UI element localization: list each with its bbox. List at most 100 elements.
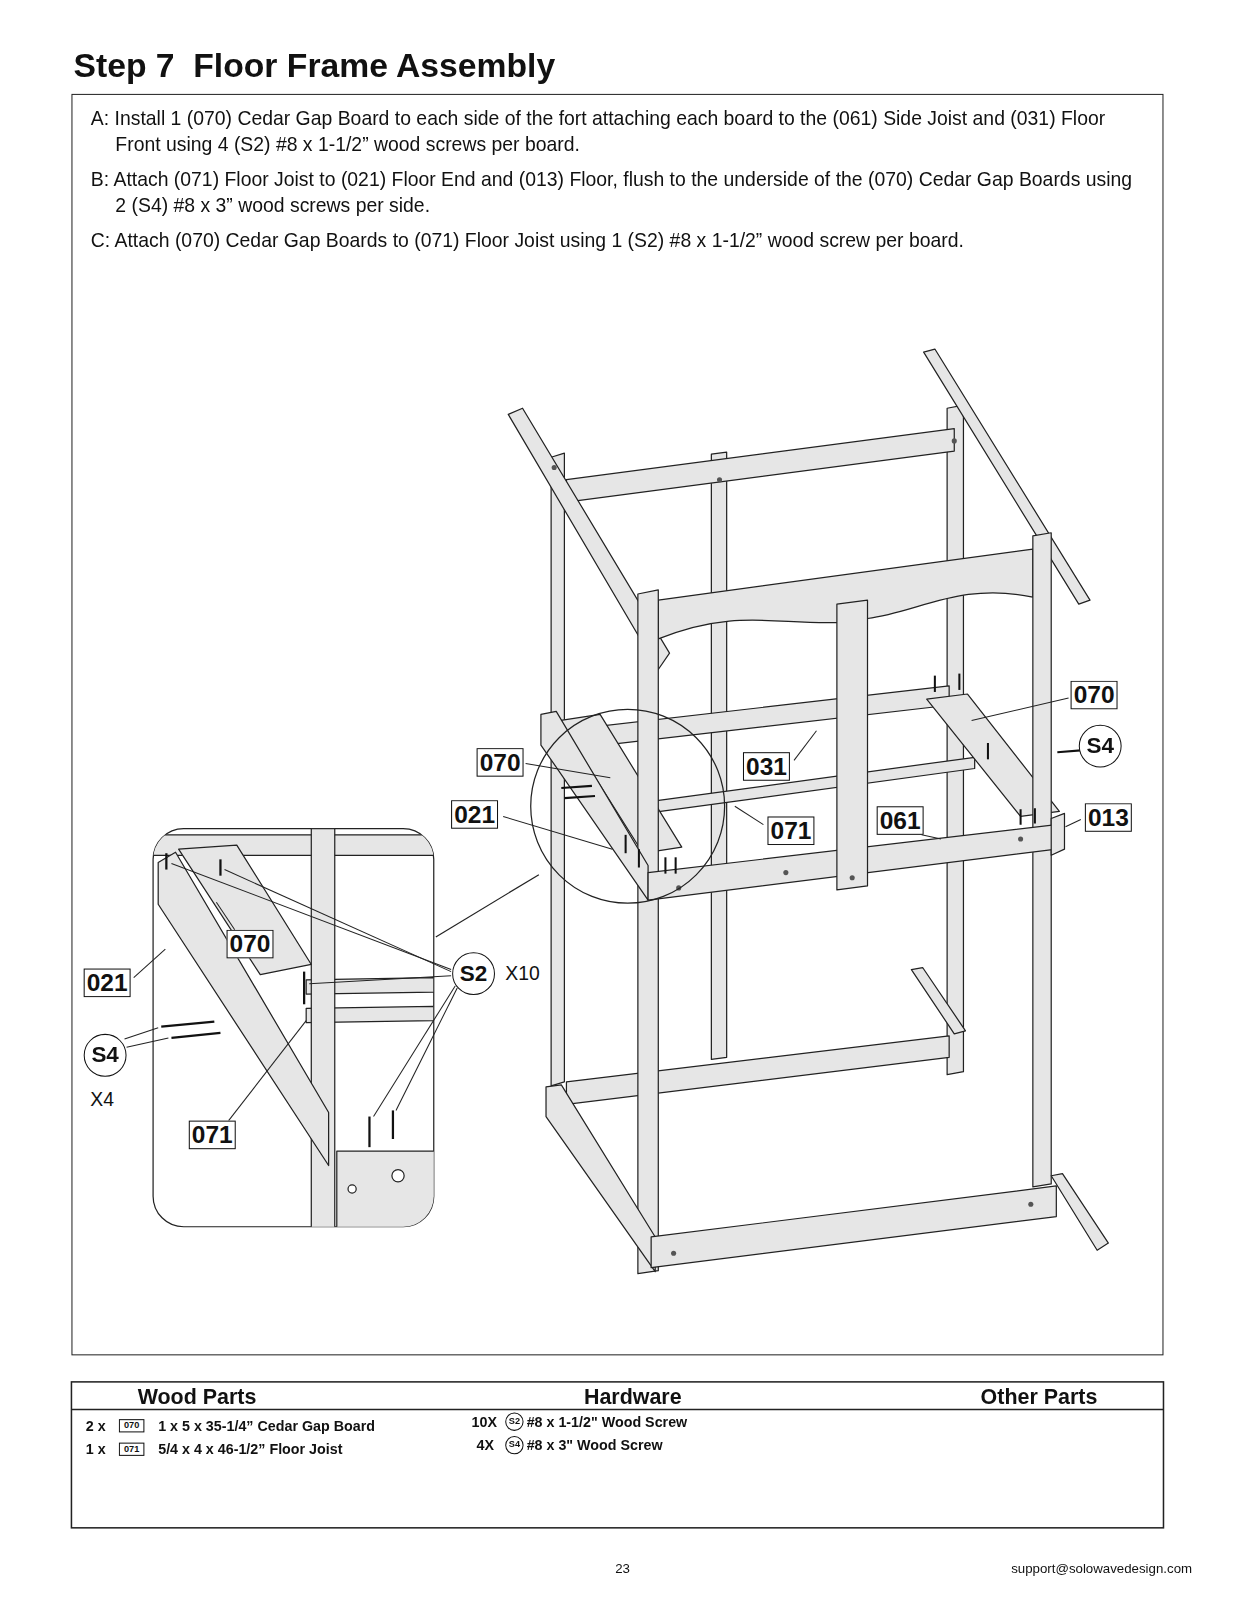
screws-part	[934, 676, 936, 692]
detail-inset-part-part	[171, 1033, 220, 1038]
detail-inset-part-part	[171, 863, 451, 969]
detail-circle-part	[436, 875, 539, 937]
detail-inset-part-part	[337, 1151, 434, 1227]
table-cell: 1 x	[86, 1442, 106, 1456]
part-number: 070	[1071, 681, 1118, 710]
detail-inset-part-part	[309, 976, 451, 984]
bolt-holes-part	[1028, 1202, 1033, 1207]
detail-inset	[125, 829, 458, 1230]
leader-lines-part	[794, 731, 816, 761]
detail-inset-part-part	[158, 852, 328, 1165]
part-number: 071	[767, 816, 814, 845]
fort-frame-part	[638, 590, 658, 1274]
detail-circle	[436, 709, 725, 937]
leader-lines-part	[1066, 820, 1081, 827]
table-header: Other Parts	[981, 1385, 1098, 1406]
parts-table-part	[71, 1382, 1163, 1528]
parts-table	[71, 1382, 1163, 1528]
fort-frame-part	[569, 686, 949, 749]
bolt-holes-part	[850, 875, 855, 880]
hardware-callout: S2	[505, 1413, 523, 1431]
detail-inset-part-part	[368, 1117, 370, 1148]
table-cell: 4X	[477, 1438, 494, 1452]
screws-part	[1034, 808, 1036, 823]
detail-inset-part	[153, 829, 434, 1227]
quantity-label: X4	[89, 1088, 115, 1109]
detail-inset-part-part	[161, 1022, 214, 1027]
detail-inset-part	[161, 853, 393, 1147]
part-number: 071	[189, 1121, 236, 1150]
table-cell: 10X	[472, 1415, 497, 1429]
hardware-callout: S2	[452, 952, 495, 995]
part-number: 031	[743, 752, 790, 781]
fort-frame-part	[566, 1036, 949, 1104]
fort-frame-part	[1051, 813, 1064, 855]
detail-inset-part-part	[125, 1028, 159, 1039]
fort-frame-part	[651, 1186, 1056, 1268]
part-number: 070	[227, 930, 274, 959]
parts-table-part	[71, 1409, 1163, 1411]
leader-lines-part	[735, 806, 764, 824]
instruction-step: B: Attach (071) Floor Joist to (021) Flo…	[91, 166, 1144, 219]
bolt-holes	[552, 438, 1034, 1256]
page-number: 23	[615, 1562, 630, 1575]
table-cell: 2 x	[86, 1419, 106, 1433]
fort-frame-part	[1033, 533, 1051, 1187]
detail-inset-part-part	[392, 1110, 394, 1139]
table-cell: #8 x 3" Wood Screw	[527, 1438, 663, 1452]
part-number: 021	[451, 800, 498, 829]
detail-inset-part-part	[225, 870, 452, 972]
hardware-callout: S4	[505, 1436, 523, 1454]
bolt-holes-part	[783, 870, 788, 875]
table-cell: 5/4 x 4 x 46-1/2” Floor Joist	[158, 1442, 342, 1456]
detail-inset-part-part	[303, 972, 305, 1005]
screws-part	[564, 796, 595, 798]
leader-lines-part	[526, 763, 611, 777]
table-cell: #8 x 1-1/2" Wood Screw	[527, 1415, 688, 1429]
part-number: 021	[84, 969, 131, 998]
fort-frame-part	[837, 600, 868, 890]
bolt-holes-part	[1018, 836, 1023, 841]
screws-part	[675, 857, 677, 873]
detail-inset-part-part	[216, 902, 234, 930]
screws-part	[1020, 809, 1022, 824]
table-header: Wood Parts	[138, 1385, 257, 1406]
screws-part	[987, 743, 989, 759]
fort-frame-part	[566, 429, 954, 502]
table-header: Hardware	[584, 1385, 682, 1406]
bolt-holes-part	[552, 465, 557, 470]
support-email: support@solowavedesign.com	[1011, 1562, 1192, 1575]
screws-part	[561, 786, 592, 788]
leader-lines-part	[503, 816, 612, 849]
part-number: 071	[119, 1443, 145, 1456]
screws-part	[958, 674, 960, 690]
hardware-callout: S4	[1079, 725, 1122, 768]
leader-lines	[503, 698, 1081, 849]
fort-frame-part	[546, 1085, 655, 1272]
screws	[561, 674, 1084, 874]
hardware-callout: S4	[84, 1034, 127, 1077]
detail-inset-part-part	[229, 1021, 307, 1121]
leader-lines-part	[922, 835, 941, 839]
fort-frame-part	[911, 968, 965, 1034]
detail-inset-part-part	[392, 1170, 404, 1182]
fort-frame-part	[653, 757, 974, 812]
detail-inset-part-part	[127, 1038, 169, 1047]
screws-part	[625, 835, 627, 853]
table-cell: 1 x 5 x 35-1/4” Cedar Gap Board	[158, 1419, 375, 1433]
part-number: 013	[1085, 803, 1132, 832]
bolt-holes-part	[717, 477, 722, 482]
fort-frame-part	[711, 452, 726, 1059]
part-number: 061	[877, 806, 924, 835]
part-number: 070	[477, 748, 524, 777]
part-number: 070	[119, 1419, 145, 1432]
detail-inset-part-part	[396, 988, 457, 1110]
detail-inset-part-part	[348, 1185, 356, 1193]
instruction-step: A: Install 1 (070) Cedar Gap Board to ea…	[91, 105, 1144, 158]
detail-inset-part-part	[219, 859, 221, 875]
detail-inset-part-part	[134, 949, 166, 978]
bolt-holes-part	[952, 438, 957, 443]
fort-frame	[508, 349, 1108, 1274]
detail-inset-part-part	[374, 986, 456, 1117]
instruction-step: C: Attach (070) Cedar Gap Boards to (071…	[91, 228, 1144, 255]
